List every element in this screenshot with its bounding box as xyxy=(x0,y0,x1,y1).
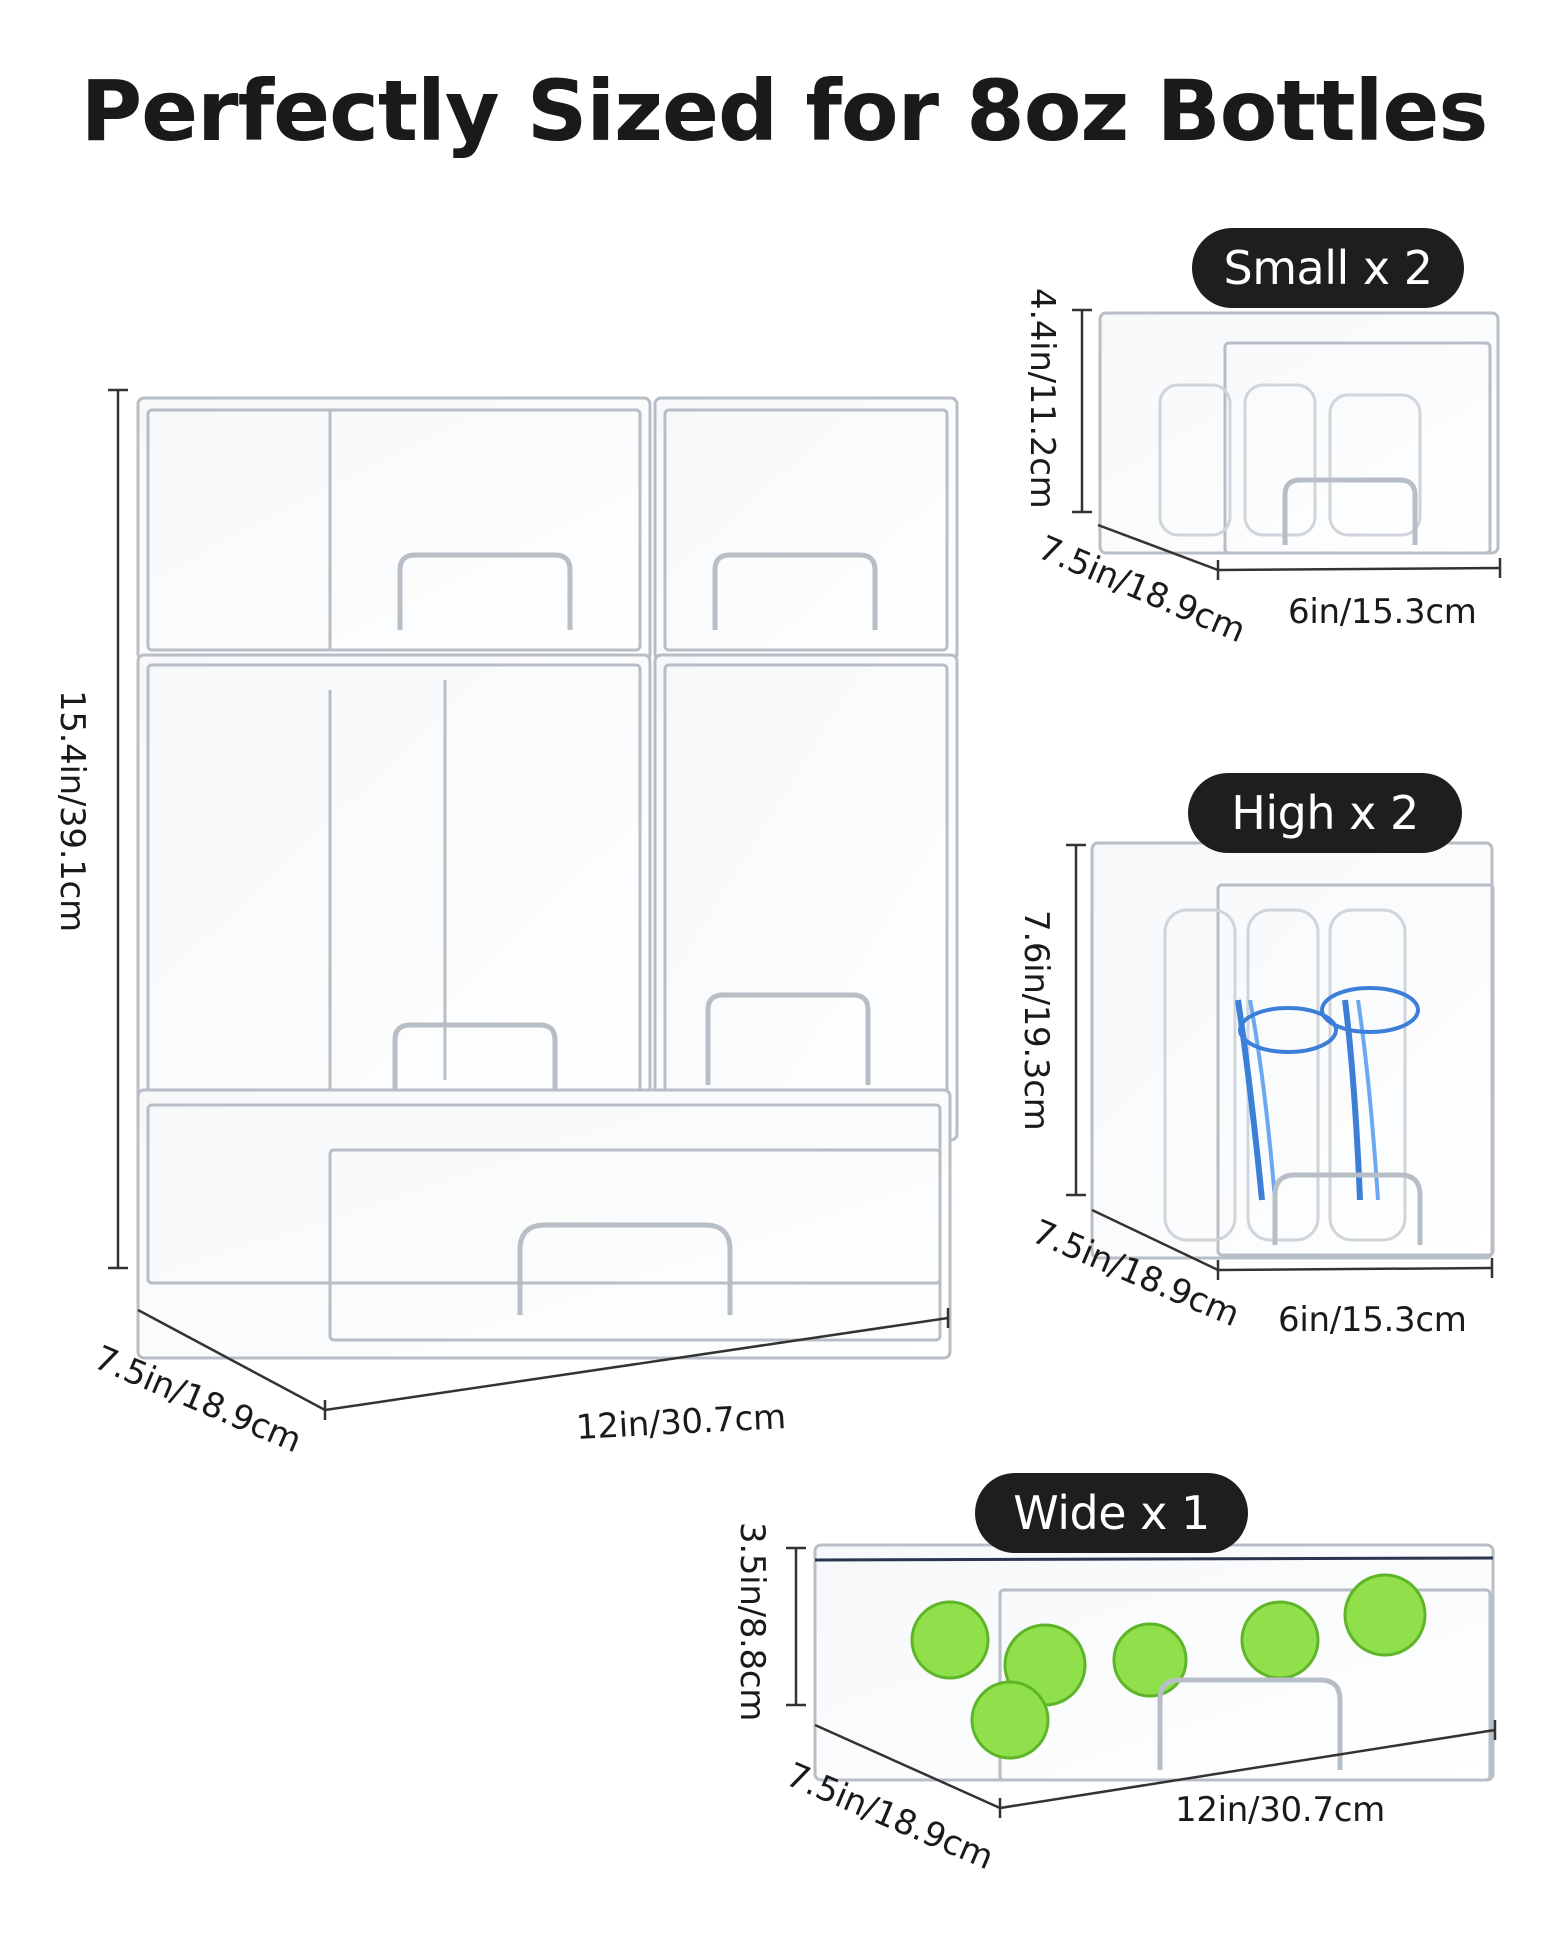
small-badge: Small x 2 xyxy=(1192,228,1464,308)
main-height-label: 15.4in/39.1cm xyxy=(52,690,92,932)
high-badge: High x 2 xyxy=(1188,773,1462,853)
wide-width-label: 12in/30.7cm xyxy=(1175,1790,1385,1830)
small-height-label: 4.4in/11.2cm xyxy=(1022,288,1062,509)
high-height-label: 7.6in/19.3cm xyxy=(1016,910,1056,1131)
page-title: Perfectly Sized for 8oz Bottles xyxy=(80,62,1489,160)
main-stack-dimension-lines xyxy=(108,388,950,1420)
high-drawer-illustration xyxy=(1090,841,1495,1260)
small-dimension-lines xyxy=(1072,308,1502,580)
small-width-label: 6in/15.3cm xyxy=(1288,592,1477,632)
wide-badge: Wide x 1 xyxy=(975,1473,1248,1553)
main-stack-drawers xyxy=(136,396,959,1360)
wide-drawer-illustration xyxy=(813,1543,1495,1782)
high-dimension-lines xyxy=(1066,843,1494,1280)
wide-height-label: 3.5in/8.8cm xyxy=(732,1522,772,1722)
high-width-label: 6in/15.3cm xyxy=(1278,1300,1467,1340)
small-drawer-illustration xyxy=(1098,311,1500,555)
wide-dimension-lines xyxy=(786,1546,1497,1818)
